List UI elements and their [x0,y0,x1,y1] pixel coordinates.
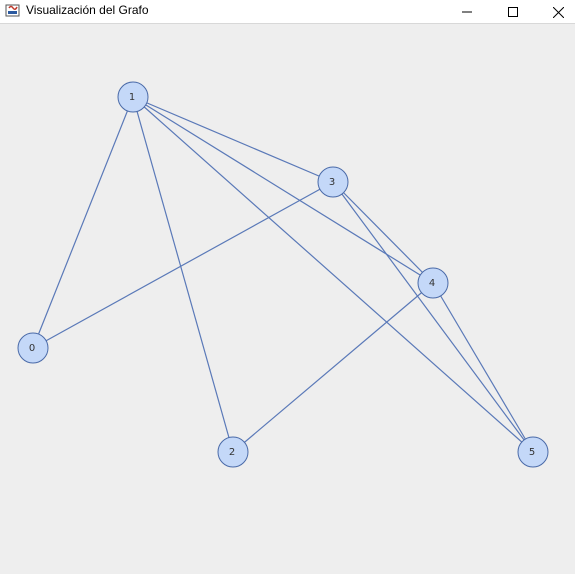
minimize-button[interactable] [444,0,490,24]
graph-edge-1-2 [132,96,234,453]
node-label: 2 [229,447,235,458]
graph-node-1[interactable]: 1 [117,81,149,113]
graph-edge-4-2 [232,282,434,453]
edges-layer [32,96,534,453]
nodes-layer: 0 1 2 3 4 5 [17,81,549,468]
maximize-button[interactable] [490,0,536,24]
graph-edge-1-5 [132,96,534,453]
node-circle [17,332,49,364]
graph-edge-3-4 [332,181,434,284]
graph-node-5[interactable]: 5 [517,436,549,468]
graph-node-2[interactable]: 2 [217,436,249,468]
node-circle [317,166,349,198]
graph-canvas: 0 1 2 3 4 5 [17,81,549,468]
graph-node-4[interactable]: 4 [417,267,449,299]
graph-edge-4-5 [432,282,534,453]
node-label: 1 [129,92,135,103]
node-label: 5 [529,447,535,458]
close-icon [552,6,564,18]
node-circle [217,436,249,468]
java-icon [5,4,20,17]
graph-edge-1-0 [32,96,134,349]
graph-edge-1-3 [132,96,334,183]
node-circle [117,81,149,113]
node-label: 4 [429,278,435,289]
title-bar[interactable]: Visualización del Grafo [0,0,575,24]
maximize-icon [508,7,518,17]
close-button[interactable] [535,0,575,24]
graph-edge-1-4 [132,96,434,284]
graph-node-0[interactable]: 0 [17,332,49,364]
graph-edge-3-5 [332,181,534,453]
node-label: 0 [29,343,35,354]
minimize-icon [462,11,472,13]
node-circle [417,267,449,299]
graph-edge-3-0 [32,181,334,349]
node-label: 3 [329,177,335,188]
node-circle [517,436,549,468]
window-title: Visualización del Grafo [26,3,149,17]
graph-node-3[interactable]: 3 [317,166,349,198]
